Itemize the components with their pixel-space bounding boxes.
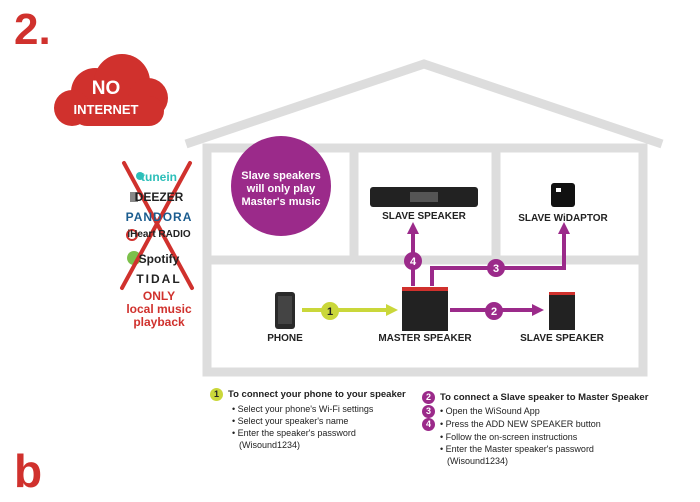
note-line1: ONLY — [142, 289, 176, 303]
instructions-slave-item: (Wisound1234) — [447, 456, 509, 467]
arrow-step-4 — [404, 222, 422, 286]
service-spotify: Spotify — [138, 252, 180, 266]
label-slave-speaker-top: SLAVE SPEAKER — [382, 211, 466, 222]
master-speaker-device — [402, 287, 448, 331]
step-2-number: 2 — [491, 306, 497, 318]
local-playback-note: ONLY local music playback — [118, 290, 200, 329]
step-4-number: 4 — [410, 256, 417, 268]
instructions-slave-item: 3• Open the WiSound App — [422, 405, 662, 419]
no-internet-line2: INTERNET — [73, 102, 139, 117]
step-3-number: 3 — [493, 263, 499, 275]
slave-note-bubble — [231, 136, 331, 236]
instructions-phone-item: • Select your phone's Wi-Fi settings — [232, 404, 374, 415]
service-deezer: DEEZER — [134, 190, 184, 204]
bubble-line3: Master's music — [241, 196, 321, 208]
service-pandora: PANDORA — [125, 210, 193, 224]
phone-device — [275, 292, 295, 329]
bubble-line2: will only play — [246, 183, 316, 195]
panel-letter: b — [14, 445, 43, 497]
instructions-slave-item: • Enter the Master speaker's password — [440, 444, 594, 455]
no-internet-line1: NO — [91, 78, 121, 99]
label-phone: PHONE — [267, 333, 303, 344]
house-outline — [184, 59, 664, 377]
step-1-number: 1 — [327, 306, 333, 318]
label-slave-widaptor: SLAVE WiDAPTOR — [518, 213, 608, 224]
bubble-line1: Slave speakers — [241, 170, 321, 182]
note-line3: playback — [133, 315, 185, 329]
iheart-icon — [126, 229, 138, 241]
badge-1: 1 — [210, 388, 223, 401]
arrow-step-3 — [430, 222, 570, 286]
services-cross — [120, 161, 194, 290]
slave-speaker-top-device — [370, 187, 478, 207]
badge-4: 4 — [422, 418, 435, 432]
label-master-speaker: MASTER SPEAKER — [378, 333, 472, 344]
slave-widaptor-device — [551, 183, 575, 207]
tunein-icon — [136, 172, 144, 180]
service-tunein: tunein — [141, 170, 177, 184]
instructions-phone: 1 To connect your phone to your speaker •… — [210, 388, 410, 451]
badge-3: 3 — [422, 405, 435, 419]
badge-2: 2 — [422, 391, 435, 404]
instructions-phone-item: • Enter the speaker's password — [232, 428, 356, 439]
instructions-phone-title-text: To connect your phone to your speaker — [228, 389, 406, 401]
note-line2: local music — [126, 302, 192, 316]
slave-note-text: Slave speakers will only play Master's m… — [232, 170, 330, 209]
deezer-icon — [130, 192, 138, 202]
service-tidal: TIDAL — [136, 272, 182, 286]
instructions-slave-title: 2 To connect a Slave speaker to Master Sp… — [422, 391, 662, 404]
no-internet-cloud — [54, 54, 168, 126]
instructions-slave-item: • Follow the on-screen instructions — [440, 432, 578, 443]
instructions-phone-title: 1 To connect your phone to your speaker — [210, 388, 410, 401]
slave-speaker-right-device — [549, 292, 575, 330]
arrow-step-1 — [302, 302, 398, 320]
instructions-slave-item: 4• Press the ADD NEW SPEAKER button — [422, 418, 662, 432]
step-number: 2. — [14, 5, 51, 54]
instructions-phone-item: • Select your speaker's name — [232, 416, 349, 427]
service-iheart: iHeart RADIO — [127, 229, 191, 240]
instructions-slave-title-text: To connect a Slave speaker to Master Spe… — [440, 392, 649, 404]
instructions-slave: 2 To connect a Slave speaker to Master Sp… — [422, 391, 662, 467]
instructions-phone-item: (Wisound1234) — [239, 440, 301, 451]
label-slave-speaker-right: SLAVE SPEAKER — [520, 333, 604, 344]
arrow-step-2 — [450, 302, 544, 320]
